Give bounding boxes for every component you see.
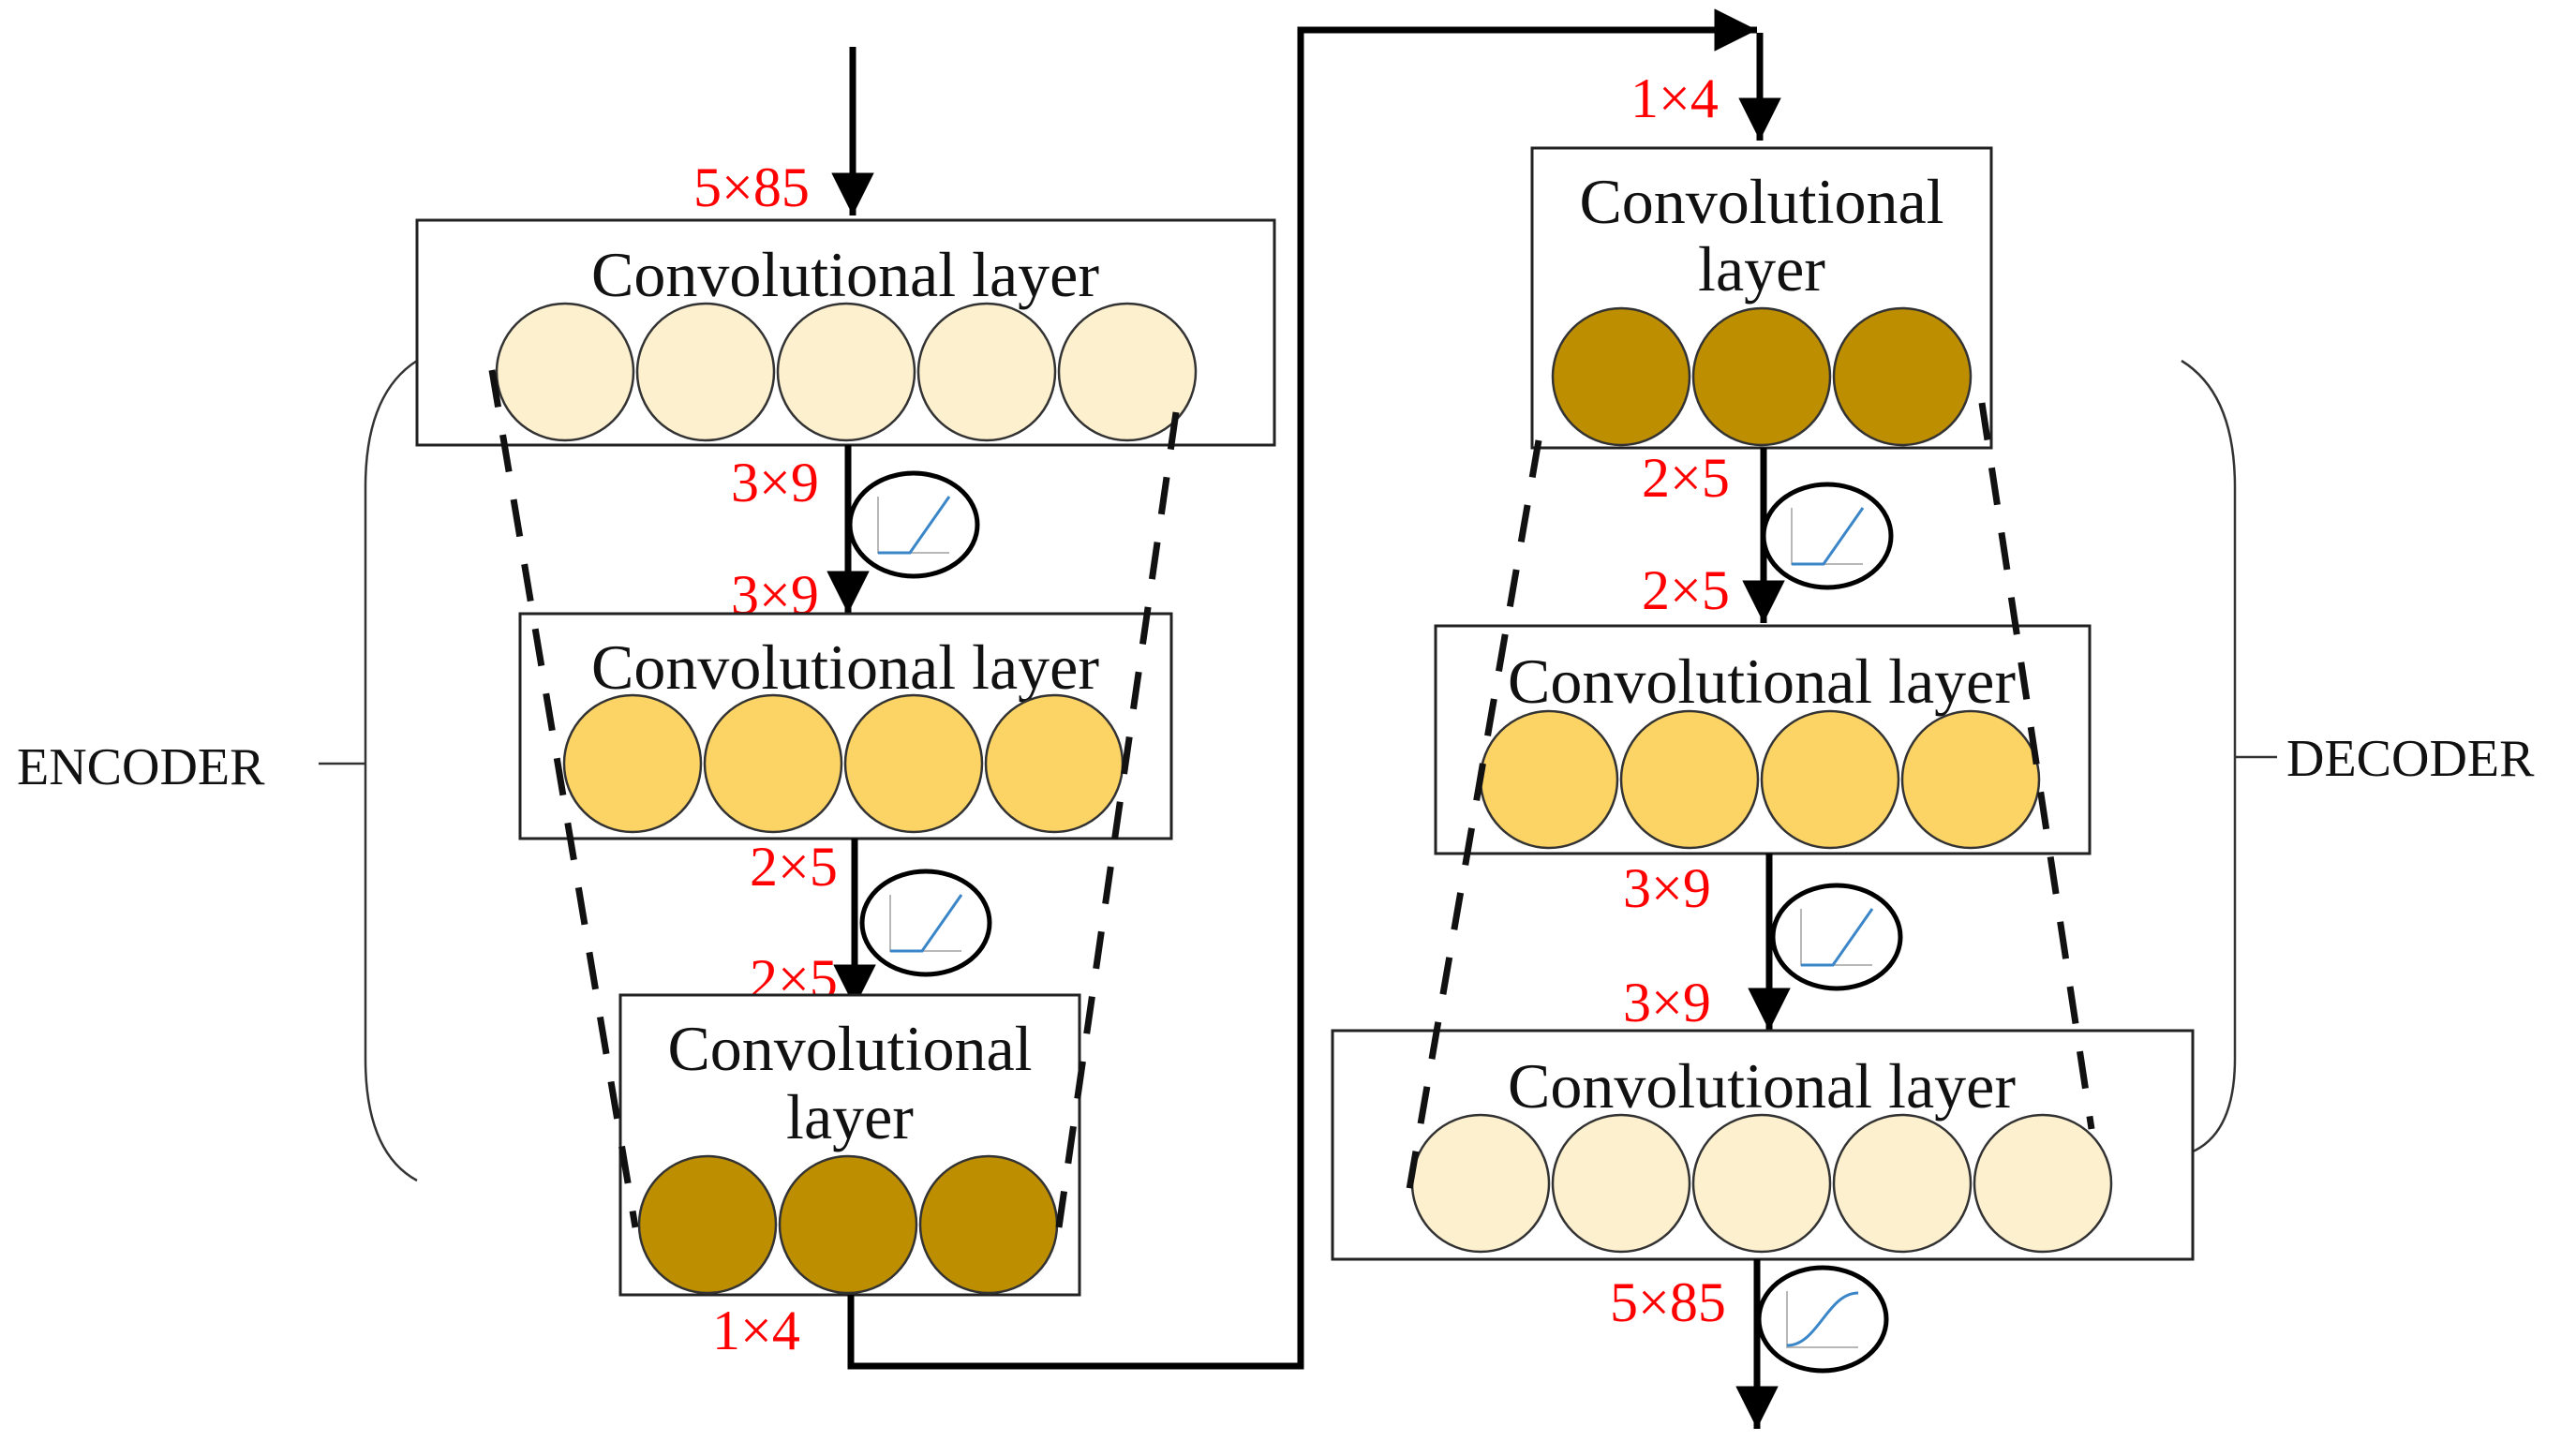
encoder-layer-2-nodes	[562, 693, 1124, 834]
node	[984, 693, 1124, 834]
encoder-layer-3-title-line-1: Convolutional	[667, 1013, 1032, 1084]
node	[1832, 1113, 1973, 1254]
node	[1760, 709, 1900, 850]
node	[1551, 306, 1691, 447]
node	[1619, 709, 1760, 850]
decoder-layer-2-nodes	[1479, 709, 2041, 850]
decoder-layer-3-title: Convolutional layer	[1508, 1050, 2016, 1122]
node	[1832, 306, 1973, 447]
node	[843, 693, 984, 834]
sigmoid-activation-icon	[1756, 1265, 1889, 1374]
encoder-layer-3-nodes	[637, 1154, 1059, 1295]
encoder-t1-out-dim: 3×9	[731, 452, 819, 513]
node	[635, 302, 776, 442]
node	[1479, 709, 1619, 850]
node	[1691, 306, 1832, 447]
decoder-t1-out-dim: 2×5	[1642, 447, 1730, 509]
relu-activation-icon	[859, 869, 992, 977]
decoder-layer-1-nodes	[1551, 306, 1973, 447]
node	[1410, 1113, 1551, 1254]
node	[1973, 1113, 2113, 1254]
encoder-layer-1-nodes	[495, 302, 1198, 442]
decoder-input-dim: 1×4	[1630, 67, 1719, 129]
relu-activation-icon	[847, 470, 980, 579]
decoder-layer-1-title-line-1: Convolutional	[1579, 166, 1943, 237]
node	[1900, 709, 2041, 850]
bottleneck-connector-arrow	[847, 8, 1757, 1370]
node	[495, 302, 635, 442]
node	[1691, 1113, 1832, 1254]
node	[918, 1154, 1059, 1295]
encoder-input-dim: 5×85	[693, 156, 810, 218]
encoder-output-dim: 1×4	[712, 1300, 800, 1361]
node	[703, 693, 843, 834]
decoder-t2-out-dim: 3×9	[1623, 857, 1711, 919]
relu-activation-icon	[1761, 482, 1894, 590]
decoder-layer-1-title-line-2: layer	[1698, 233, 1825, 305]
encoder-label: ENCODER	[17, 738, 265, 796]
decoder-t1-in-dim: 2×5	[1642, 559, 1730, 621]
encoder-funnel-right	[1055, 411, 1180, 1228]
node	[562, 693, 703, 834]
encoder-bracket	[319, 359, 418, 1182]
encoder-t2-out-dim: 2×5	[750, 836, 838, 898]
relu-activation-icon	[1770, 883, 1903, 991]
node	[1551, 1113, 1691, 1254]
encoder-layer-3-title-line-2: layer	[786, 1081, 914, 1152]
node	[1057, 302, 1198, 442]
node	[637, 1154, 778, 1295]
node	[778, 1154, 918, 1295]
node	[916, 302, 1057, 442]
decoder-layer-2-title: Convolutional layer	[1508, 646, 2016, 717]
decoder-output-dim: 5×85	[1610, 1271, 1726, 1333]
decoder-label: DECODER	[2286, 730, 2535, 788]
decoder-bracket	[2181, 359, 2277, 1154]
decoder-t2-in-dim: 3×9	[1623, 972, 1711, 1033]
decoder-funnel-right	[1978, 402, 2095, 1130]
encoder-layer-2-title: Convolutional layer	[591, 631, 1099, 703]
decoder-layer-3-nodes	[1410, 1113, 2113, 1254]
encoder-layer-1-title: Convolutional layer	[591, 239, 1099, 310]
encoder-funnel-left	[488, 369, 639, 1228]
node	[776, 302, 916, 442]
